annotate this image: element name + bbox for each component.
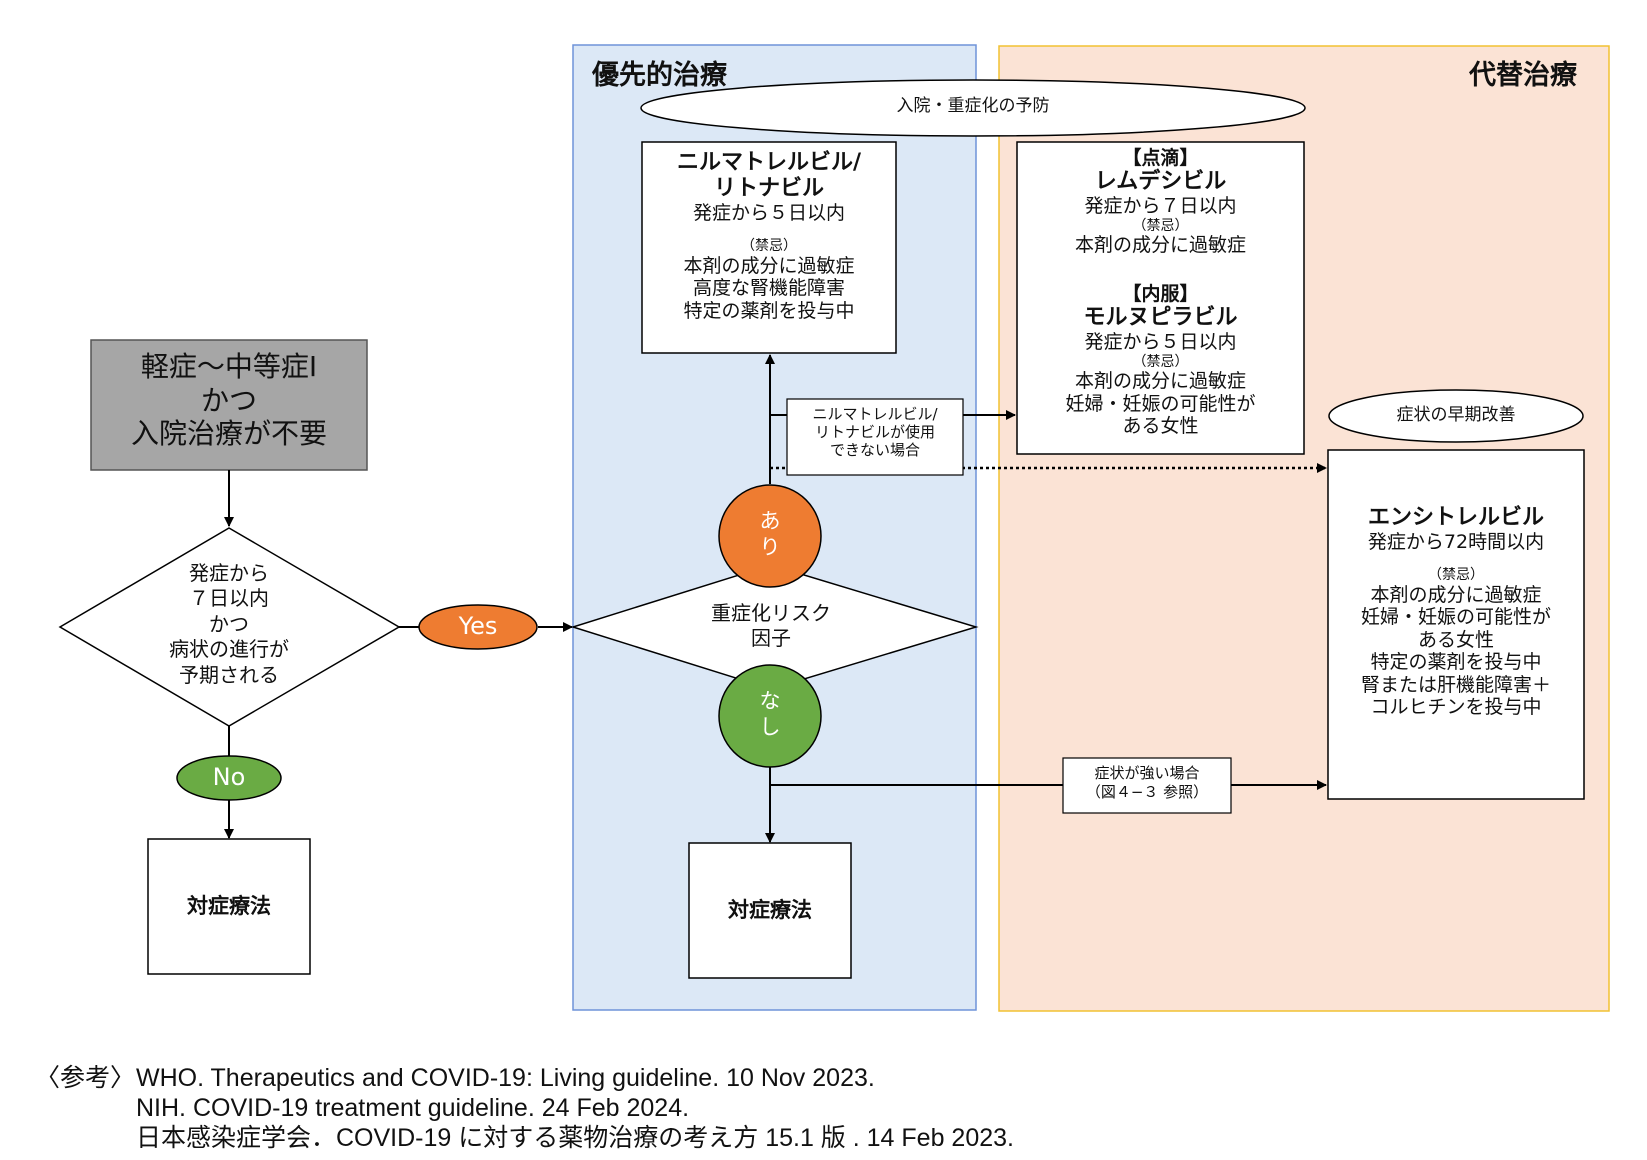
- ensitrelvir-window: 発症から72時間以内: [1367, 530, 1545, 553]
- cannot-use-line-3: できない場合: [829, 441, 920, 459]
- severe-line-2: （図４−３ 参照）: [1085, 782, 1209, 801]
- start-line-1: 軽症～中等症Ⅰ: [140, 350, 318, 383]
- symptomatic-left-label: 対症療法: [187, 894, 271, 918]
- cannot-use-line-1: ニルマトレルビル/: [812, 405, 938, 423]
- present-char-2: り: [759, 535, 781, 560]
- molnupiravir-contra-3: ある女性: [1122, 415, 1199, 438]
- symptomatic-box-center: [688, 842, 852, 979]
- reference-line-1: WHO. Therapeutics and COVID-19: Living g…: [136, 1064, 875, 1092]
- symptomatic-box-left: [147, 838, 311, 975]
- onset-line-5: 予期される: [179, 662, 279, 687]
- ensitrelvir-contra-5: 腎または肝機能障害＋: [1360, 673, 1551, 696]
- remdesivir-text: 【点滴】 レムデシビル 発症から７日以内 （禁忌） 本剤の成分に過敏症: [1017, 147, 1304, 257]
- symptomatic-center-label: 対症療法: [728, 898, 812, 922]
- risk-absent-circle: [718, 664, 822, 768]
- ensitrelvir-contra-6: コルヒチンを投与中: [1370, 695, 1542, 718]
- onset-line-1: 発症から: [189, 561, 269, 585]
- present-char-1: あ: [759, 509, 781, 533]
- early-improvement-ellipse: [1328, 389, 1584, 443]
- remdesivir-contra-label: （禁忌）: [1132, 217, 1189, 234]
- no-pill: [176, 755, 282, 801]
- prevention-ellipse: [640, 79, 1306, 137]
- molnupiravir-text: 【内服】 モルヌピラビル 発症から５日以内 （禁忌） 本剤の成分に過敏症 妊婦・…: [1017, 283, 1304, 438]
- nirmatrelvir-name-2: リトナビル: [713, 175, 824, 201]
- ensitrelvir-contra-label: （禁忌）: [1428, 567, 1484, 584]
- early-improvement-label: 症状の早期改善: [1396, 405, 1516, 425]
- nirmatrelvir-contra-1: 本剤の成分に過敏症: [683, 254, 855, 277]
- nirmatrelvir-name-1: ニルマトレルビル/: [676, 150, 862, 175]
- molnupiravir-contra-2: 妊婦・妊娠の可能性が: [1065, 392, 1256, 415]
- onset-line-2: ７日以内: [189, 586, 269, 611]
- ensitrelvir-box: [1327, 449, 1585, 800]
- ensitrelvir-contra-3: ある女性: [1417, 628, 1494, 651]
- remdesivir-route: 【点滴】: [1122, 147, 1199, 169]
- risk-present-circle: [718, 484, 822, 588]
- risk-line-1: 重症化リスク: [711, 601, 831, 625]
- nirmatrelvir-contra-label: （禁忌）: [741, 238, 797, 255]
- reference-line-2: NIH. COVID-19 treatment guideline. 24 Fe…: [136, 1094, 690, 1122]
- no-label: No: [212, 763, 246, 791]
- molnupiravir-window: 発症から５日以内: [1084, 331, 1237, 354]
- onset-decision-text: 発症から ７日以内 かつ 病状の進行が 予期される: [129, 561, 329, 688]
- absent-char-2: し: [759, 715, 781, 740]
- severe-note-box: [1062, 757, 1232, 814]
- nirmatrelvir-window: 発症から５日以内: [692, 201, 845, 224]
- cannot-use-note-text: ニルマトレルビル/ リトナビルが使用 できない場合: [787, 405, 963, 459]
- remdesivir-window: 発症から７日以内: [1084, 195, 1237, 218]
- risk-decision-text: 重症化リスク 因子: [681, 601, 861, 652]
- ensitrelvir-contra-2: 妊婦・妊娠の可能性が: [1360, 606, 1551, 629]
- nirmatrelvir-text: ニルマトレルビル/ リトナビル 発症から５日以内 （禁忌） 本剤の成分に過敏症 …: [642, 150, 896, 322]
- molnupiravir-name: モルヌピラビル: [1083, 305, 1238, 331]
- prevention-label: 入院・重症化の予防: [896, 96, 1050, 116]
- molnupiravir-route: 【内服】: [1122, 283, 1199, 305]
- severe-note-text: 症状が強い場合 （図４−３ 参照）: [1063, 764, 1231, 802]
- cannot-use-line-2: リトナビルが使用: [814, 423, 935, 441]
- absent-char-1: な: [759, 689, 781, 713]
- severe-line-1: 症状が強い場合: [1094, 764, 1200, 782]
- alternative-zone-title: 代替治療: [1469, 60, 1577, 91]
- nirmatrelvir-contra-3: 特定の薬剤を投与中: [683, 299, 855, 322]
- risk-absent-label: な し: [740, 688, 800, 741]
- ensitrelvir-contra-1: 本剤の成分に過敏症: [1370, 583, 1542, 606]
- reference-line-3: 日本感染症学会．COVID-19 に対する薬物治療の考え方 15.1 版 . 1…: [136, 1124, 1014, 1152]
- priority-zone-title: 優先的治療: [592, 60, 727, 91]
- remdesivir-contra-1: 本剤の成分に過敏症: [1074, 234, 1246, 257]
- onset-line-3: かつ: [209, 611, 249, 636]
- molnupiravir-contra-label: （禁忌）: [1132, 353, 1189, 370]
- remdesivir-name: レムデシビル: [1094, 169, 1227, 195]
- risk-line-2: 因子: [751, 626, 791, 651]
- start-box: [90, 339, 368, 471]
- yes-pill: [418, 604, 538, 650]
- molnupiravir-contra-1: 本剤の成分に過敏症: [1074, 370, 1246, 393]
- ensitrelvir-name: エンシトレルビル: [1367, 505, 1544, 530]
- start-line-2: かつ: [200, 383, 257, 417]
- cannot-use-note-box: [786, 398, 964, 476]
- start-line-3: 入院治療が不要: [130, 417, 327, 451]
- start-box-text: 軽症～中等症Ⅰ かつ 入院治療が不要: [91, 350, 367, 451]
- remdesivir-molnupiravir-box: [1016, 141, 1305, 455]
- references: 〈参考〉 WHO. Therapeutics and COVID-19: Liv…: [35, 1063, 1014, 1153]
- references-lead: 〈参考〉: [35, 1064, 136, 1092]
- nirmatrelvir-box: [641, 141, 897, 354]
- nirmatrelvir-contra-2: 高度な腎機能障害: [692, 277, 845, 300]
- risk-present-label: あ り: [740, 508, 800, 561]
- onset-line-4: 病状の進行が: [169, 637, 289, 662]
- ensitrelvir-text: エンシトレルビル 発症から72時間以内 （禁忌） 本剤の成分に過敏症 妊婦・妊娠…: [1328, 505, 1584, 718]
- yes-label: Yes: [458, 612, 498, 640]
- ensitrelvir-contra-4: 特定の薬剤を投与中: [1370, 651, 1542, 674]
